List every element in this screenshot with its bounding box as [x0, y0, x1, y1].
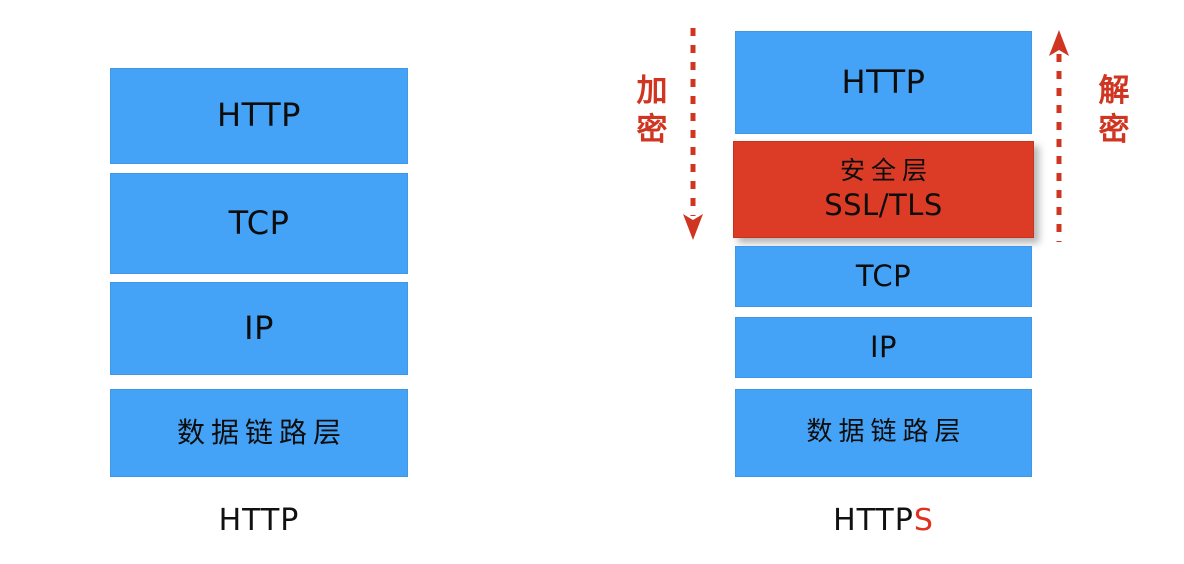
right-stack-caption-suffix: S	[913, 503, 934, 538]
right-layer-datalink: 数据链路层	[735, 389, 1032, 477]
decrypt-arrow-up-icon	[1049, 30, 1069, 242]
right-layer-tcp-label: TCP	[855, 259, 912, 294]
right-layer-http-label: HTTP	[841, 62, 926, 101]
left-layer-ip: IP	[110, 282, 408, 375]
left-layer-http: HTTP	[110, 68, 408, 164]
left-layer-http-label: HTTP	[217, 96, 301, 135]
left-layer-tcp: TCP	[110, 173, 408, 274]
decrypt-annotation-label: 解 密	[1092, 72, 1136, 150]
decrypt-char-2: 密	[1098, 111, 1130, 148]
left-layer-ip-label: IP	[244, 308, 274, 347]
left-stack-caption-text: HTTP	[218, 503, 300, 538]
right-layer-ip: IP	[735, 317, 1032, 378]
right-layer-datalink-label: 数据链路层	[806, 417, 967, 448]
encrypt-arrow-down-icon	[683, 28, 703, 240]
right-layer-security-label-cjk: 安全层	[839, 156, 933, 186]
right-layer-security-label-latin: SSL/TLS	[824, 188, 943, 223]
encrypt-char-1: 加	[636, 73, 668, 109]
left-stack-caption: HTTP	[110, 503, 408, 538]
right-stack-caption: HTTPS	[735, 503, 1032, 538]
encrypt-char-2: 密	[636, 111, 668, 148]
right-layer-tcp: TCP	[735, 246, 1032, 307]
left-layer-datalink: 数据链路层	[110, 389, 408, 477]
right-layer-security: 安全层 SSL/TLS	[733, 141, 1034, 238]
right-layer-ip-label: IP	[869, 330, 898, 365]
encrypt-annotation-label: 加 密	[630, 72, 674, 150]
left-layer-tcp-label: TCP	[228, 203, 290, 242]
right-stack-caption-prefix: HTTP	[833, 503, 914, 538]
right-layer-http: HTTP	[735, 31, 1032, 134]
left-layer-datalink-label: 数据链路层	[176, 416, 347, 450]
decrypt-char-1: 解	[1098, 73, 1130, 109]
